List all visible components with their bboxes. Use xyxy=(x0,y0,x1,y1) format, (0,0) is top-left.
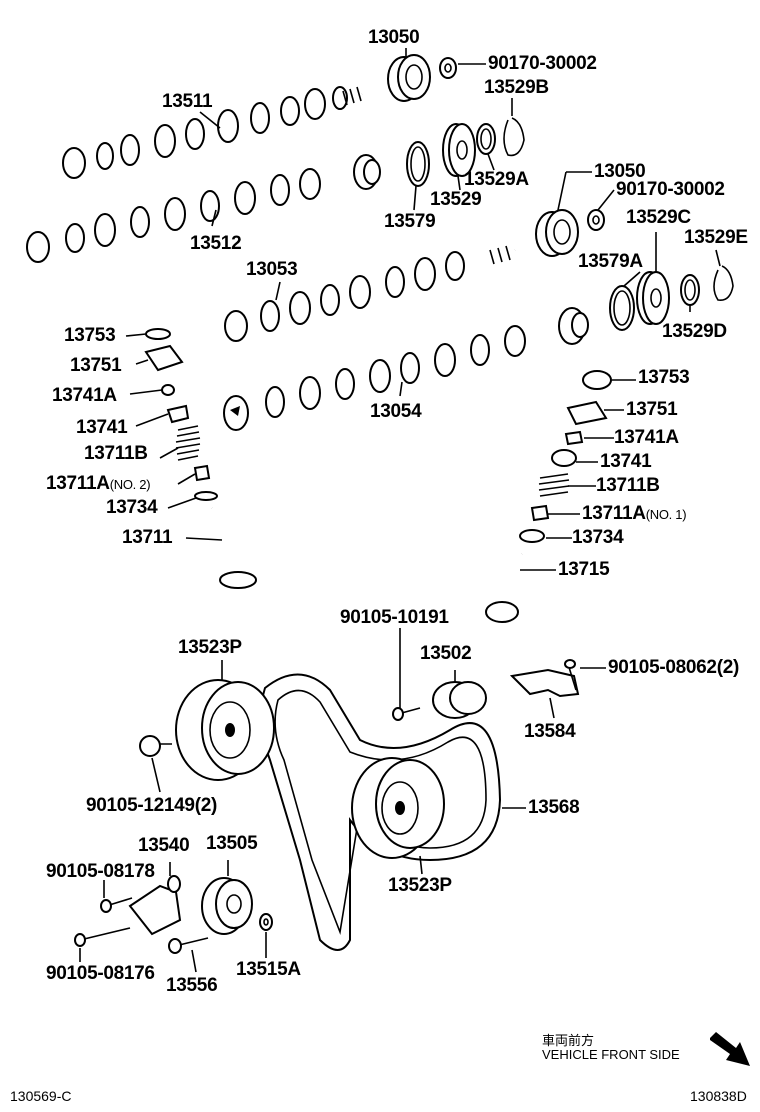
label-13054: 13054 xyxy=(370,401,422,422)
label-13505: 13505 xyxy=(206,833,258,854)
gear-13529c xyxy=(636,271,670,325)
label-13711a-left-number: 13711A xyxy=(46,473,110,494)
camshaft-13053 xyxy=(224,245,517,342)
label-13741-right: 13741 xyxy=(600,451,652,472)
label-13751-right: 13751 xyxy=(626,399,678,420)
gear-13050-upper xyxy=(387,54,431,102)
label-90170-30002-lower: 90170-30002 xyxy=(616,179,725,200)
label-13584: 13584 xyxy=(524,721,576,742)
label-13529: 13529 xyxy=(430,189,482,210)
label-13711a-right: 13711A(NO. 1) xyxy=(582,503,687,525)
pulley-13523p-upper xyxy=(175,679,275,781)
bolt-90105-08178 xyxy=(100,897,133,913)
label-13753-right: 13753 xyxy=(638,367,690,388)
label-13556: 13556 xyxy=(166,975,218,996)
bolt-90170-upper xyxy=(439,57,457,79)
ring-13579a xyxy=(609,285,635,331)
label-90105-08062: 90105-08062(2) xyxy=(608,657,740,678)
vehicle-front-arrow-icon xyxy=(710,1032,750,1066)
label-13529d: 13529D xyxy=(662,321,727,342)
label-13741-left: 13741 xyxy=(76,417,128,438)
pulley-13523p-lower xyxy=(351,757,445,859)
bolt-90105-08176 xyxy=(74,927,131,947)
bolt-90105-10191 xyxy=(392,707,421,721)
label-90170-30002-upper: 90170-30002 xyxy=(488,53,597,74)
label-13050-upper: 13050 xyxy=(368,27,420,48)
label-13711a-left: 13711A(NO. 2) xyxy=(46,473,151,495)
camshaft-13512 xyxy=(26,154,381,263)
label-13711a-right-number: 13711A xyxy=(582,503,646,524)
label-13050-lower: 13050 xyxy=(594,161,646,182)
tensioner-13540 xyxy=(128,875,182,936)
label-13741a-left: 13741A xyxy=(52,385,117,406)
pulley-13505 xyxy=(201,877,253,935)
ring-13529b xyxy=(503,117,525,157)
bracket-13584 xyxy=(509,659,580,698)
label-13734-right: 13734 xyxy=(572,527,624,548)
label-90105-08178: 90105-08178 xyxy=(46,861,155,882)
label-13523p-upper: 13523P xyxy=(178,637,242,658)
label-13568: 13568 xyxy=(528,797,580,818)
label-13540: 13540 xyxy=(138,835,190,856)
label-13741a-right: 13741A xyxy=(614,427,679,448)
ring-13579 xyxy=(406,141,430,187)
direction-label-en: VEHICLE FRONT SIDE xyxy=(542,1047,680,1062)
ring-13529a xyxy=(476,123,496,155)
label-90105-12149: 90105-12149(2) xyxy=(86,795,218,816)
label-90105-08176: 90105-08176 xyxy=(46,963,155,984)
label-13053: 13053 xyxy=(246,259,298,280)
label-13715: 13715 xyxy=(558,559,610,580)
figure-code-left: 130569-C xyxy=(10,1088,72,1104)
label-13515a: 13515A xyxy=(236,959,301,980)
label-13751-left: 13751 xyxy=(70,355,122,376)
label-13523p-lower: 13523P xyxy=(388,875,452,896)
label-13579a: 13579A xyxy=(578,251,643,272)
label-13512: 13512 xyxy=(190,233,242,254)
label-13529b: 13529B xyxy=(484,77,549,98)
ring-13529d xyxy=(680,274,700,306)
idler-13502 xyxy=(432,681,487,719)
leader-lines xyxy=(79,48,721,973)
right-valve-stack xyxy=(485,370,612,623)
label-13502: 13502 xyxy=(420,643,472,664)
label-13711a-left-note: (NO. 2) xyxy=(109,477,151,492)
label-13579: 13579 xyxy=(384,211,436,232)
gear-13529 xyxy=(442,123,476,177)
label-13711a-right-note: (NO. 1) xyxy=(645,507,687,522)
label-13529c: 13529C xyxy=(626,207,691,228)
bolt-90170-lower xyxy=(587,209,605,231)
washer-13515a xyxy=(259,913,273,931)
left-valve-stack xyxy=(144,328,257,589)
label-13529e: 13529E xyxy=(684,227,748,248)
direction-label-jp: 車両前方 xyxy=(542,1033,595,1048)
label-13711b-right: 13711B xyxy=(596,475,660,496)
label-13711b-left: 13711B xyxy=(84,443,148,464)
label-13529a: 13529A xyxy=(464,169,529,190)
ring-13529e xyxy=(713,265,734,302)
label-13753-left: 13753 xyxy=(64,325,116,346)
gear-13050-lower xyxy=(535,209,579,257)
label-13711: 13711 xyxy=(122,527,173,548)
figure-code-right: 130838D xyxy=(690,1088,747,1104)
bolt-90105-12149 xyxy=(139,735,172,757)
label-13511: 13511 xyxy=(162,91,213,112)
label-90105-10191: 90105-10191 xyxy=(340,607,449,628)
label-13734-left: 13734 xyxy=(106,497,158,518)
bolt-13556 xyxy=(168,937,209,954)
camshaft-13511 xyxy=(62,86,364,179)
camshaft-13054 xyxy=(223,307,589,431)
